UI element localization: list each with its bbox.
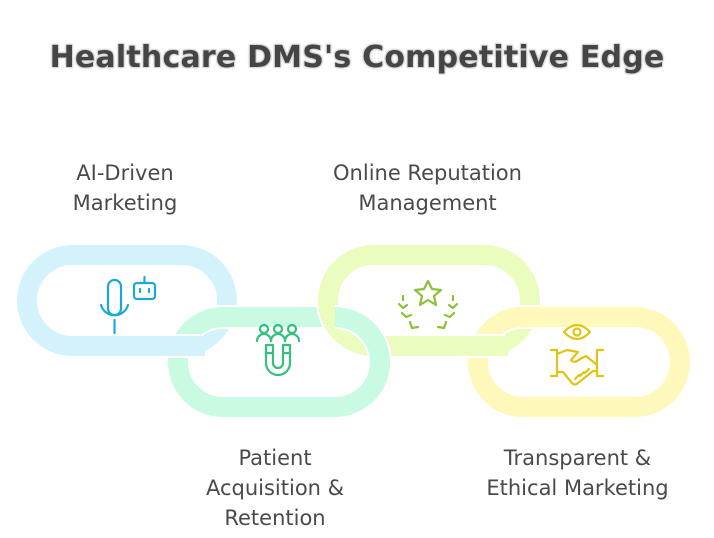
chain-link-transparent-ethical-marketing bbox=[466, 305, 692, 419]
people-magnet-icon bbox=[255, 323, 301, 377]
star-laurel-icon bbox=[397, 279, 459, 330]
eye-handshake-icon bbox=[549, 323, 605, 386]
label-online-reputation-management: Online Reputation Management bbox=[333, 161, 522, 215]
chain-link-patient-acquisition-retention-overlap bbox=[334, 305, 392, 363]
label-transparent-ethical-marketing: Transparent & Ethical Marketing bbox=[486, 446, 669, 500]
label-patient-acquisition-retention: Patient Acquisition & Retention bbox=[205, 446, 345, 530]
label-ai-driven-marketing: AI-Driven Marketing bbox=[72, 161, 178, 215]
microphone-robot-icon bbox=[99, 275, 157, 335]
diagram-title: Healthcare DMS's Competitive Edge bbox=[49, 40, 665, 75]
chain-link-online-reputation-management bbox=[316, 243, 542, 358]
chain-link-ai-driven-marketing bbox=[15, 243, 239, 358]
